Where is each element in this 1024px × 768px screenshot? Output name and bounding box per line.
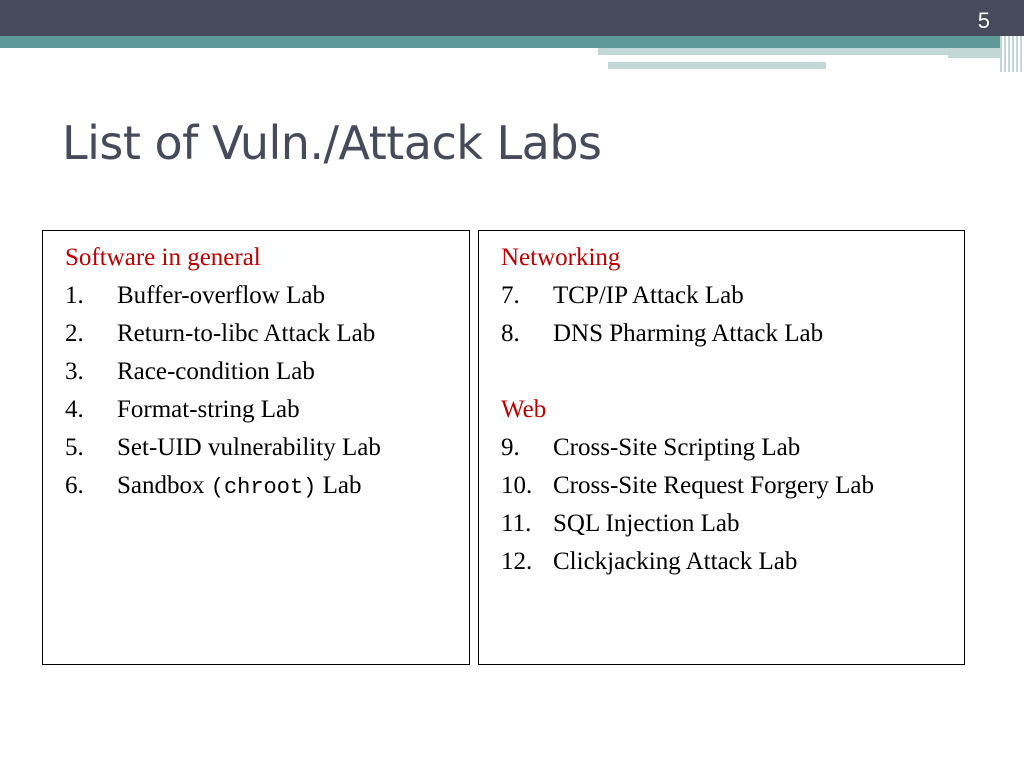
item-number: 4. <box>65 396 84 423</box>
header-accent-line <box>598 55 948 58</box>
item-text: Format-string Lab <box>117 396 300 423</box>
software-lab-list: 1. Buffer-overflow Lab 2. Return-to-libc… <box>65 277 469 507</box>
item-text: DNS Pharming Attack Lab <box>553 320 824 347</box>
list-item: 1. Buffer-overflow Lab <box>65 277 469 315</box>
software-labs-panel: Software in general 1. Buffer-overflow L… <box>42 230 470 665</box>
item-number: 12. <box>501 548 533 575</box>
list-item: 5. Set-UID vulnerability Lab <box>65 429 469 467</box>
slide-number: 5 <box>977 8 990 33</box>
section-heading-web: Web <box>501 396 547 423</box>
item-number: 7. <box>501 282 520 309</box>
item-number: 9. <box>501 434 520 461</box>
item-text: Set-UID vulnerability Lab <box>117 434 381 461</box>
item-number: 10. <box>501 472 533 499</box>
item-text: TCP/IP Attack Lab <box>553 282 744 309</box>
section-heading-networking: Networking <box>501 244 621 271</box>
slide-title: List of Vuln./Attack Labs <box>62 116 602 170</box>
list-item: 12. Clickjacking Attack Lab <box>501 543 964 581</box>
list-item: 6. Sandbox (chroot) Lab <box>65 467 469 507</box>
header-stripe <box>0 36 1024 48</box>
list-item: 7. TCP/IP Attack Lab <box>501 277 964 315</box>
header-corner-lines <box>1000 36 1024 72</box>
item-text: Buffer-overflow Lab <box>117 282 325 309</box>
item-text: Cross-Site Request Forgery Lab <box>553 472 875 499</box>
item-text: SQL Injection Lab <box>553 510 740 537</box>
item-text: Cross-Site Scripting Lab <box>553 434 801 461</box>
item-number: 2. <box>65 320 84 347</box>
section-spacer <box>501 353 964 391</box>
item-text-before: Sandbox <box>117 472 211 499</box>
header-accent-stripe <box>598 48 1024 58</box>
code-snippet: (chroot) <box>210 475 317 500</box>
item-number: 1. <box>65 282 84 309</box>
network-web-labs-panel: Networking 7. TCP/IP Attack Lab 8. DNS P… <box>478 230 965 665</box>
item-number: 8. <box>501 320 520 347</box>
list-item: 8. DNS Pharming Attack Lab <box>501 315 964 353</box>
header-accent-stripe-lower <box>608 62 826 69</box>
list-item: 10. Cross-Site Request Forgery Lab <box>501 467 964 505</box>
list-item: 2. Return-to-libc Attack Lab <box>65 315 469 353</box>
header-bar <box>0 0 1024 36</box>
item-text: Clickjacking Attack Lab <box>553 548 798 575</box>
networking-lab-list: 7. TCP/IP Attack Lab 8. DNS Pharming Att… <box>501 277 964 353</box>
web-lab-list: 9. Cross-Site Scripting Lab 10. Cross-Si… <box>501 429 964 581</box>
list-item: 11. SQL Injection Lab <box>501 505 964 543</box>
item-text: Race-condition Lab <box>117 358 315 385</box>
item-text: Return-to-libc Attack Lab <box>117 320 376 347</box>
item-number: 3. <box>65 358 84 385</box>
item-text: Sandbox (chroot) Lab <box>117 467 362 507</box>
list-item: 3. Race-condition Lab <box>65 353 469 391</box>
item-number: 11. <box>501 510 532 537</box>
item-number: 5. <box>65 434 84 461</box>
item-number: 6. <box>65 472 84 499</box>
section-heading-software: Software in general <box>65 244 261 271</box>
item-text-after: Lab <box>316 472 362 499</box>
list-item: 9. Cross-Site Scripting Lab <box>501 429 964 467</box>
list-item: 4. Format-string Lab <box>65 391 469 429</box>
